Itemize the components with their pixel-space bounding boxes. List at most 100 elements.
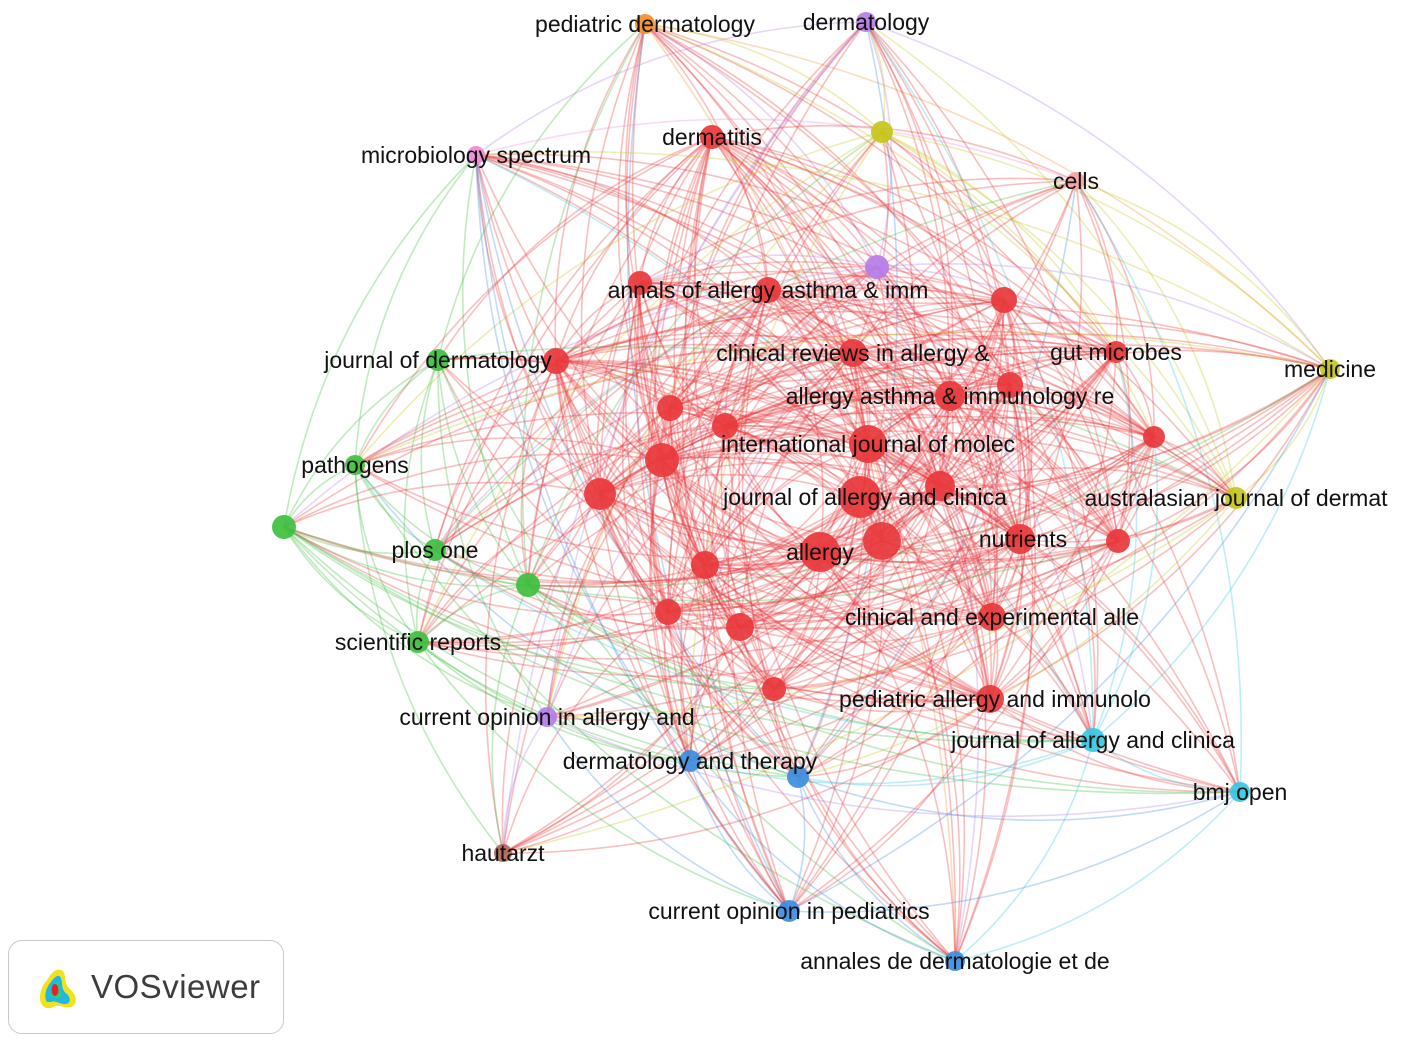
network-edge bbox=[417, 351, 1117, 643]
network-edge bbox=[661, 433, 869, 461]
node-medicine[interactable] bbox=[1320, 359, 1340, 379]
node-clinical-reviews[interactable] bbox=[839, 339, 867, 367]
node-red-j[interactable] bbox=[925, 471, 955, 501]
node-allergy-asthma-immunology-re[interactable] bbox=[935, 381, 965, 411]
node-pediatric-dermatology[interactable] bbox=[635, 14, 655, 34]
node-red-m[interactable] bbox=[691, 551, 719, 579]
node-red-o[interactable] bbox=[726, 613, 754, 641]
node-red-a[interactable] bbox=[628, 271, 652, 295]
node-dermatology[interactable] bbox=[856, 12, 876, 32]
node-red-g[interactable] bbox=[645, 443, 679, 477]
network-edge bbox=[354, 333, 1117, 466]
network-edge bbox=[625, 282, 669, 613]
node-annales-de-dermatologie[interactable] bbox=[945, 951, 965, 971]
node-red-d[interactable] bbox=[997, 372, 1023, 398]
network-edge bbox=[704, 131, 883, 566]
node-international-journal-molec[interactable] bbox=[849, 425, 887, 463]
network-edge bbox=[437, 359, 991, 700]
node-dermatology-and-therapy[interactable] bbox=[679, 750, 701, 772]
node-cells[interactable] bbox=[1067, 172, 1085, 190]
network-edge bbox=[668, 407, 706, 566]
network-edge bbox=[739, 497, 1237, 630]
network-edge bbox=[991, 616, 1094, 741]
network-edge bbox=[819, 299, 1005, 553]
node-red-c[interactable] bbox=[543, 348, 569, 374]
node-pathogens[interactable] bbox=[345, 455, 365, 475]
network-edge bbox=[1019, 497, 1237, 543]
node-red-f[interactable] bbox=[712, 413, 738, 439]
network-edge bbox=[881, 384, 1011, 542]
node-microbiology-spectrum[interactable] bbox=[467, 146, 485, 164]
network-edge bbox=[819, 538, 1021, 563]
network-edge bbox=[704, 564, 993, 623]
network-edge bbox=[689, 616, 993, 762]
network-edge bbox=[475, 154, 691, 762]
node-purple-mid[interactable] bbox=[865, 255, 889, 279]
network-edge bbox=[638, 282, 671, 409]
network-edge bbox=[669, 407, 941, 487]
network-edge bbox=[502, 351, 1117, 854]
node-red-k[interactable] bbox=[863, 522, 901, 560]
network-edge bbox=[437, 359, 669, 613]
network-edge bbox=[1092, 368, 1331, 741]
node-journal-of-allergy-and-clinica[interactable] bbox=[839, 476, 881, 518]
network-edge bbox=[555, 360, 991, 700]
node-pediatric-allergy-immunolo[interactable] bbox=[976, 685, 1004, 713]
network-edge bbox=[711, 136, 941, 487]
node-annals-allergy[interactable] bbox=[755, 277, 781, 303]
network-edge bbox=[661, 459, 775, 690]
node-green-mid[interactable] bbox=[516, 573, 540, 597]
node-plos-one[interactable] bbox=[424, 539, 446, 561]
network-edge bbox=[797, 497, 1237, 778]
network-edge bbox=[949, 395, 996, 618]
network-edge bbox=[788, 540, 885, 912]
network-edge bbox=[852, 352, 1119, 542]
node-australasian-journal[interactable] bbox=[1225, 487, 1247, 509]
network-edge bbox=[1003, 299, 1119, 542]
network-edge bbox=[711, 136, 854, 354]
network-edge bbox=[1075, 180, 1131, 542]
network-edge bbox=[475, 154, 663, 461]
network-edge bbox=[437, 357, 726, 427]
node-red-n[interactable] bbox=[655, 599, 681, 625]
network-edge bbox=[599, 266, 878, 495]
network-edge bbox=[1117, 436, 1155, 542]
node-red-h[interactable] bbox=[1143, 426, 1165, 448]
network-edge bbox=[555, 360, 861, 498]
network-edge bbox=[527, 584, 1241, 794]
network-edge bbox=[711, 136, 869, 445]
network-edge bbox=[1003, 299, 1155, 438]
network-edge bbox=[724, 425, 991, 700]
node-red-p[interactable] bbox=[762, 677, 786, 701]
node-current-opinion-allergy[interactable] bbox=[537, 707, 557, 727]
node-yellow-top[interactable] bbox=[871, 121, 893, 143]
node-red-b[interactable] bbox=[991, 287, 1017, 313]
node-allergy[interactable] bbox=[800, 532, 840, 572]
network-edge bbox=[527, 282, 641, 586]
network-edge bbox=[546, 716, 1241, 818]
node-journal-of-allergy-cyan[interactable] bbox=[1081, 728, 1105, 752]
node-bmj-open[interactable] bbox=[1230, 782, 1250, 802]
network-edge bbox=[881, 131, 1331, 370]
node-clinical-and-experimental-alle[interactable] bbox=[978, 603, 1006, 631]
node-scientific-reports[interactable] bbox=[407, 631, 429, 653]
node-red-l[interactable] bbox=[1106, 529, 1130, 553]
node-hautarzt[interactable] bbox=[494, 844, 512, 862]
label-plos-one: plos one bbox=[392, 537, 479, 563]
network-edge bbox=[867, 351, 1117, 445]
node-red-e[interactable] bbox=[657, 395, 683, 421]
node-red-i[interactable] bbox=[584, 478, 616, 510]
network-edge bbox=[667, 436, 1155, 613]
network-edge bbox=[767, 283, 1117, 353]
network-edge bbox=[694, 136, 726, 427]
node-journal-of-dermatology[interactable] bbox=[427, 349, 449, 371]
node-dermatitis[interactable] bbox=[700, 125, 724, 149]
node-blue-mid[interactable] bbox=[787, 766, 809, 788]
network-edge bbox=[1092, 436, 1159, 741]
node-nutrients[interactable] bbox=[1005, 524, 1035, 554]
node-green-left[interactable] bbox=[272, 515, 296, 539]
node-current-opinion-pediatrics[interactable] bbox=[778, 900, 800, 922]
node-gut-microbes[interactable] bbox=[1105, 341, 1127, 363]
network-edge bbox=[644, 23, 769, 291]
